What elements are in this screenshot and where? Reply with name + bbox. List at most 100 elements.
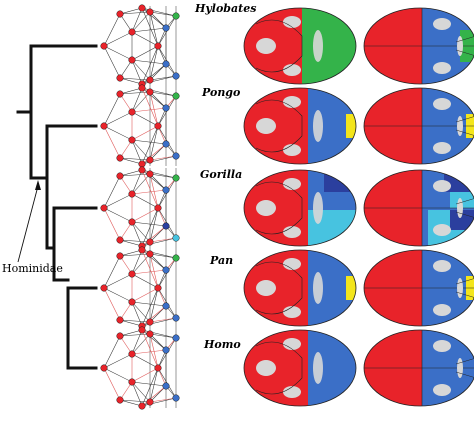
network-node [172, 234, 180, 242]
network-edge [141, 329, 159, 369]
network-edge [119, 175, 133, 195]
skull-suture [455, 35, 474, 57]
network-node [146, 156, 154, 164]
network-edge [119, 249, 143, 257]
network-edge [131, 333, 151, 355]
skull-suture [455, 115, 474, 137]
network-node [138, 160, 146, 168]
network-edge [119, 329, 143, 337]
skull-orbit [433, 304, 451, 316]
network-node [138, 246, 146, 254]
skull-orbit [457, 36, 463, 56]
skull-orbit [283, 64, 301, 76]
network-node [146, 238, 154, 246]
network-node [116, 74, 124, 82]
network-edge [119, 319, 143, 327]
skull-orbit [283, 178, 301, 190]
skull-dorsal [363, 249, 474, 327]
network-edge [149, 333, 177, 339]
network-node [172, 152, 180, 160]
taxon-label: Pongo [201, 86, 240, 99]
skull-orbit [283, 16, 301, 28]
network-edge [149, 63, 167, 81]
network-edge [103, 111, 133, 127]
network-edge [131, 193, 159, 209]
network-edge [103, 193, 133, 209]
skull-dorsal [363, 87, 474, 165]
network-edge [131, 111, 159, 127]
network-edge [131, 7, 143, 33]
network-edge [119, 253, 151, 257]
network-node [146, 330, 154, 338]
network-edge [141, 125, 159, 165]
network-node [100, 364, 108, 372]
network-edge [119, 77, 143, 85]
network-edge [103, 335, 121, 369]
network-node [162, 186, 170, 194]
network-edge [103, 45, 133, 61]
network-edge [141, 249, 167, 271]
network-node [116, 154, 124, 162]
network-edge [103, 125, 121, 159]
network-node [128, 108, 136, 116]
network-edge [131, 27, 167, 33]
skull-region-lightblue [450, 188, 474, 208]
skull-orbit [313, 30, 323, 62]
network-edge [149, 397, 177, 403]
network-edge [149, 91, 167, 109]
network-edge [141, 7, 159, 47]
network-node [100, 42, 108, 50]
network-node [100, 204, 108, 212]
network-edge [119, 11, 151, 15]
network-node [116, 332, 124, 340]
network-edge [131, 249, 143, 275]
network-edge [119, 157, 143, 165]
network-edge [141, 287, 159, 327]
skull-outline [243, 169, 357, 247]
skull-orbit [313, 110, 323, 142]
network-edge [131, 189, 167, 195]
network-edge [131, 91, 151, 113]
network-graph [100, 326, 180, 410]
network-edge [131, 139, 167, 145]
network-node [162, 266, 170, 274]
network-edge [149, 207, 159, 243]
network-edge [149, 11, 167, 29]
network-node [172, 174, 180, 182]
network-edge [141, 385, 167, 407]
network-edge [141, 305, 167, 327]
network-node [154, 42, 162, 50]
skull-orbit [433, 142, 451, 154]
network-edge [131, 367, 159, 383]
network-node [128, 298, 136, 306]
skull-orbit [256, 38, 276, 54]
clade-annotation: Hominidae [2, 262, 63, 275]
network-edge [119, 255, 133, 275]
network-edge [149, 143, 167, 161]
network-edge [119, 319, 151, 323]
skull-orbit [433, 224, 451, 236]
network-node [128, 56, 136, 64]
network-edge [119, 333, 151, 337]
network-edge [131, 31, 159, 47]
network-edge [131, 287, 159, 303]
skull-outline [363, 249, 474, 327]
network-edge [149, 75, 177, 81]
network-edge [103, 353, 133, 369]
network-edge [131, 221, 151, 243]
network-edge [149, 253, 177, 259]
network-edge [119, 335, 133, 355]
skull-orbit [256, 280, 276, 296]
network-edge [149, 11, 159, 47]
network-edge [119, 221, 133, 241]
network-edge [131, 107, 167, 113]
network-node [138, 4, 146, 12]
skull-suture [455, 357, 474, 379]
network-edge [103, 207, 133, 223]
taxon-label: Pan [209, 254, 233, 267]
network-edge [131, 139, 143, 165]
skull-suture [255, 341, 303, 395]
network-edge [141, 63, 167, 85]
skull-suture [255, 99, 303, 153]
network-edge [119, 173, 151, 177]
